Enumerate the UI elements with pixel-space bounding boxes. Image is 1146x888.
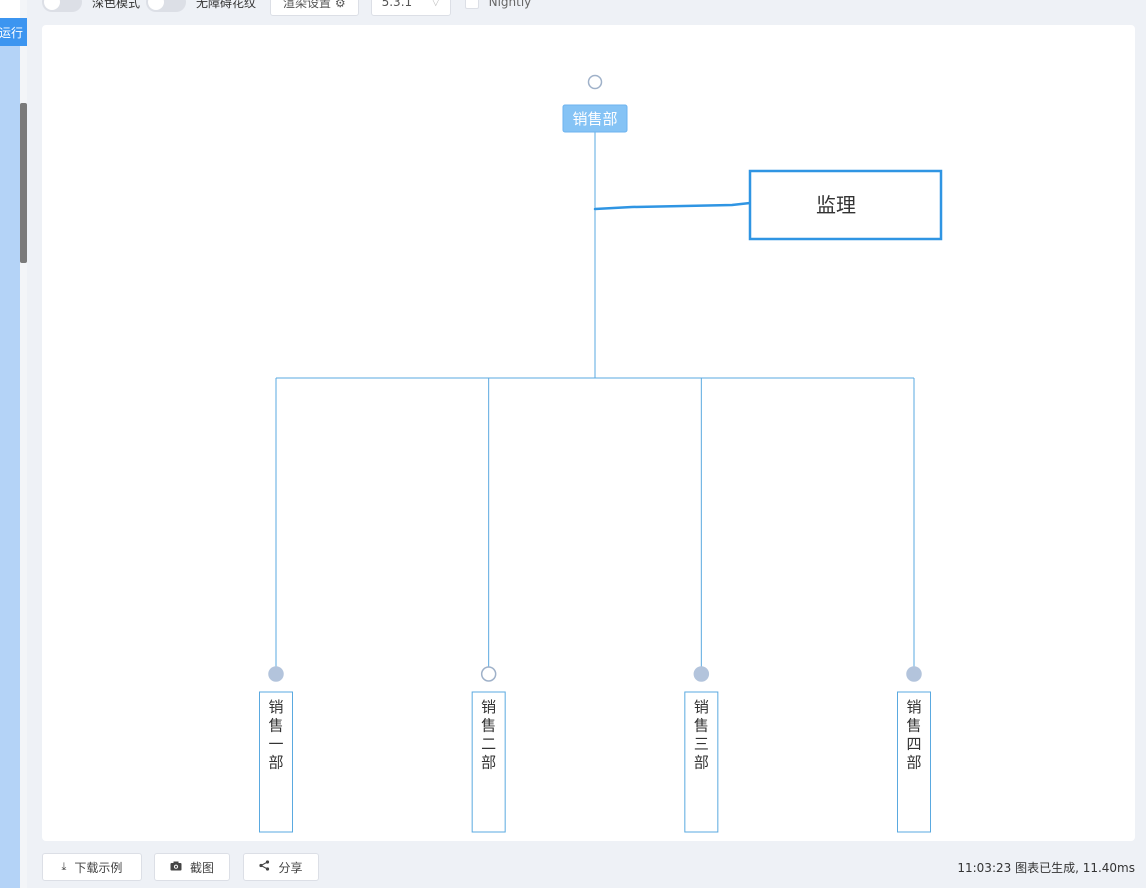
child-node-label-char: 销 — [481, 698, 496, 716]
child-node-box — [471, 691, 506, 833]
run-button[interactable]: 运行 — [0, 18, 27, 46]
child-node-label-char: 售 — [268, 717, 283, 735]
screenshot-label: 截图 — [189, 860, 214, 875]
assistant-node-label: 监理 — [816, 193, 856, 217]
root-node-symbol — [587, 74, 603, 90]
child-node-label: 销售四部 — [906, 698, 921, 772]
child-node-symbol — [906, 666, 922, 682]
share-icon — [259, 860, 270, 874]
chart-container: 销售部监理销售一部销售二部销售三部销售四部 — [42, 25, 1135, 841]
child-node-label-char: 部 — [268, 754, 283, 772]
child-node-label-char: 销 — [268, 698, 283, 716]
camera-icon — [170, 861, 182, 874]
child-node-label-char: 部 — [906, 754, 921, 772]
child-node-label-char: 销 — [694, 698, 709, 716]
render-settings-button[interactable]: 渲染设置 ⚙ — [270, 0, 359, 16]
child-node-label: 销售二部 — [481, 698, 496, 772]
child-node-box — [684, 691, 719, 833]
child-node-label-char: 部 — [481, 754, 496, 772]
screenshot-button[interactable]: 截图 — [154, 853, 230, 881]
download-example-button[interactable]: ⤓ 下载示例 — [42, 853, 142, 881]
child-node-label-char: 部 — [694, 754, 709, 772]
child-node-label-char: 一 — [268, 735, 283, 753]
version-select[interactable]: 5.3.1 ▽ — [370, 0, 451, 16]
editor-scrollbar-thumb[interactable] — [20, 103, 27, 263]
child-node-label: 销售一部 — [268, 698, 283, 772]
status-text: 11:03:23 图表已生成, 11.40ms — [957, 861, 1135, 875]
child-node-label-char: 销 — [906, 698, 921, 716]
top-toolbar: 深色模式 无障碍花纹 渲染设置 ⚙ 5.3.1 ▽ Nightly — [42, 0, 531, 16]
child-node-symbol — [268, 666, 284, 682]
child-node-label-char: 三 — [694, 735, 709, 753]
editor-strip: 运行 — [0, 0, 27, 888]
child-node-symbol — [480, 666, 497, 682]
child-node-label: 销售三部 — [694, 698, 709, 772]
root-node-box — [562, 104, 628, 133]
share-button[interactable]: 分享 — [243, 853, 319, 881]
accessibility-switch[interactable] — [146, 0, 187, 12]
assistant-node-box — [748, 169, 943, 241]
download-icon: ⤓ — [61, 860, 67, 873]
child-node-box — [259, 691, 293, 833]
dark-mode-switch[interactable] — [42, 0, 82, 12]
editor-scrollbar-track[interactable] — [20, 0, 27, 888]
version-value: 5.3.1 — [381, 0, 413, 9]
child-node-box — [897, 691, 931, 833]
render-settings-label: 渲染设置 ⚙ — [283, 0, 346, 10]
root-node-label: 销售部 — [572, 110, 617, 128]
run-button-label: 运行 — [0, 25, 23, 40]
dark-mode-label: 深色模式 — [92, 0, 141, 10]
child-node-label-char: 售 — [694, 717, 709, 735]
nightly-label: Nightly — [488, 0, 532, 9]
child-node-label-char: 售 — [906, 717, 921, 735]
assistant-connector-line — [593, 201, 752, 211]
nightly-checkbox[interactable] — [464, 0, 479, 9]
accessibility-label: 无障碍花纹 — [196, 0, 257, 10]
child-node-symbol — [693, 666, 710, 682]
child-node-label-char: 二 — [481, 735, 496, 753]
child-node-label-char: 四 — [906, 735, 921, 753]
download-example-label: 下载示例 — [74, 860, 123, 875]
editor-panel[interactable] — [0, 46, 20, 888]
child-node-label-char: 售 — [481, 717, 496, 735]
chevron-down-icon: ▽ — [431, 0, 440, 8]
share-label: 分享 — [278, 860, 303, 875]
